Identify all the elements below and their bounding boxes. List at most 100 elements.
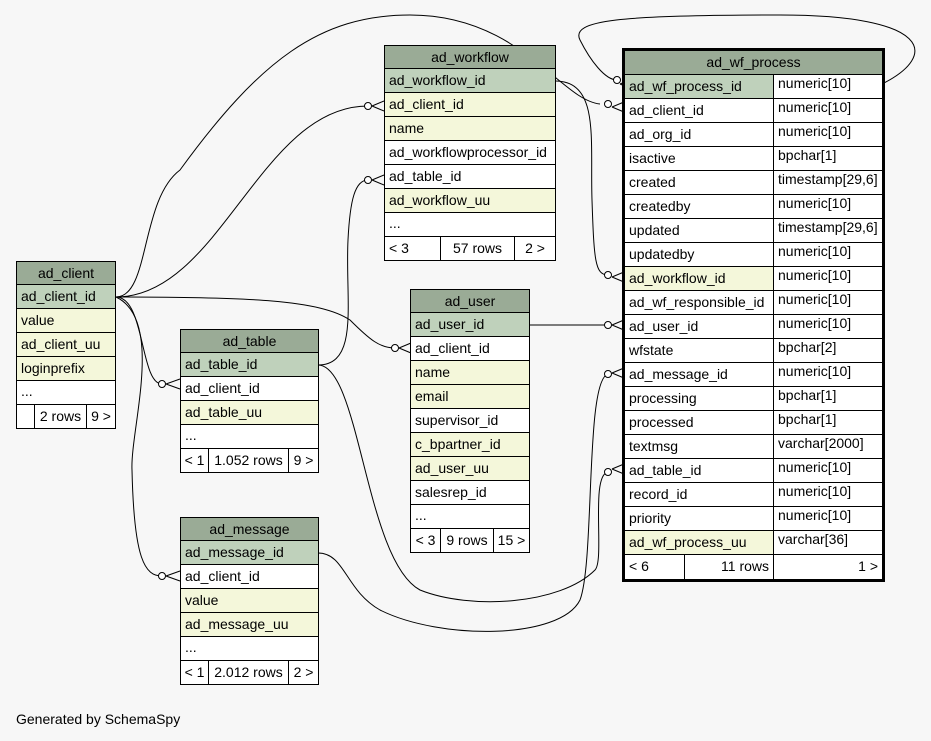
children-count[interactable]: 2 > — [525, 240, 545, 256]
table-footer: < 1 2.012 rows 2 > — [180, 661, 319, 685]
column: name — [410, 361, 530, 385]
table-title[interactable]: ad_workflow — [384, 45, 556, 69]
column: ad_user_uu — [410, 457, 530, 481]
table-title[interactable]: ad_table — [180, 329, 319, 353]
column-type: numeric[10] — [778, 267, 852, 283]
table-title[interactable]: ad_wf_process — [625, 51, 882, 75]
table-ad-client[interactable]: ad_client ad_client_id value ad_client_u… — [16, 261, 116, 429]
table-ad-workflow[interactable]: ad_workflow ad_workflow_id ad_client_id … — [384, 45, 556, 261]
column-type: bpchar[1] — [778, 411, 837, 427]
row-count: 2.012 rows — [209, 661, 289, 684]
column-name: priority — [625, 507, 774, 530]
link-table-wfprocess — [317, 364, 609, 603]
column-type: bpchar[1] — [778, 147, 837, 163]
column-name: record_id — [625, 483, 774, 506]
column-name: processing — [625, 387, 774, 410]
column-type: numeric[10] — [778, 315, 852, 331]
link-client-table — [115, 296, 163, 385]
table-title[interactable]: ad_client — [16, 261, 116, 285]
column-type: numeric[10] — [778, 291, 852, 307]
children-count[interactable]: 15 > — [497, 532, 526, 548]
more-columns: ... — [180, 425, 319, 449]
column-type: numeric[10] — [778, 483, 852, 499]
table-title[interactable]: ad_user — [410, 289, 530, 313]
primary-key-column: ad_message_id — [180, 541, 319, 565]
link-client-workflow — [115, 105, 369, 298]
column-type: numeric[10] — [778, 507, 852, 523]
column: salesrep_id — [410, 481, 530, 505]
parents-count[interactable]: < 1 — [181, 449, 209, 472]
link-wfprocess-self — [578, 14, 916, 85]
row-count: 9 rows — [441, 529, 494, 552]
column-type: varchar[36] — [778, 531, 849, 547]
link-endpoints — [158, 76, 633, 582]
primary-key-column: ad_workflow_id — [384, 69, 556, 93]
table-ad-message[interactable]: ad_message ad_message_id ad_client_id va… — [180, 517, 319, 685]
column: ad_workflow_uu — [384, 189, 556, 213]
link-table-workflow — [317, 179, 369, 366]
column: ad_client_id — [180, 565, 319, 589]
parents-count[interactable]: < 6 — [625, 555, 685, 579]
children-count[interactable]: 9 > — [293, 452, 314, 468]
column-type: numeric[10] — [778, 243, 852, 259]
column: ad_message_uu — [180, 613, 319, 637]
column: value — [16, 309, 116, 333]
column-name: created — [625, 171, 774, 194]
column-name: wfstate — [625, 339, 774, 362]
column-type: bpchar[2] — [778, 339, 837, 355]
children-count[interactable]: 1 > — [858, 558, 878, 574]
parents-count[interactable]: < 3 — [411, 529, 441, 552]
primary-key-column: ad_user_id — [410, 313, 530, 337]
column: email — [410, 385, 530, 409]
column-name: processed — [625, 411, 774, 434]
table-title[interactable]: ad_message — [180, 517, 319, 541]
column-type: numeric[10] — [778, 363, 852, 379]
link-client-message — [115, 296, 163, 577]
column-name: ad_workflow_id — [625, 267, 774, 290]
column-type: timestamp[29,6] — [778, 219, 878, 235]
column-name: ad_org_id — [625, 123, 774, 146]
column: ad_client_uu — [16, 333, 116, 357]
column: ad_workflowprocessor_id — [384, 141, 556, 165]
parents-count[interactable]: < 1 — [181, 661, 209, 684]
parents-count[interactable] — [17, 405, 35, 428]
column-name: ad_table_id — [625, 459, 774, 482]
column-name: isactive — [625, 147, 774, 170]
row-count: 11 rows — [685, 555, 774, 579]
parents-count[interactable]: < 3 — [385, 237, 441, 260]
primary-key-column: ad_client_id — [16, 285, 116, 309]
column-name: ad_user_id — [625, 315, 774, 338]
children-count[interactable]: 2 > — [293, 664, 314, 680]
column: ad_table_id — [384, 165, 556, 189]
link-client-user — [115, 296, 396, 349]
link-message-wfprocess — [317, 373, 609, 632]
column-type: numeric[10] — [778, 99, 852, 115]
column: ad_client_id — [384, 93, 556, 117]
column-name: textmsg — [625, 435, 774, 458]
table-ad-table[interactable]: ad_table ad_table_id ad_client_id ad_tab… — [180, 329, 319, 473]
column-name: ad_client_id — [625, 99, 774, 122]
column: name — [384, 117, 556, 141]
table-ad-user[interactable]: ad_user ad_user_id ad_client_id name ema… — [410, 289, 530, 553]
children-count[interactable]: 9 > — [91, 408, 111, 424]
column-name: ad_wf_process_id — [625, 75, 774, 98]
row-count: 1.052 rows — [209, 449, 289, 472]
